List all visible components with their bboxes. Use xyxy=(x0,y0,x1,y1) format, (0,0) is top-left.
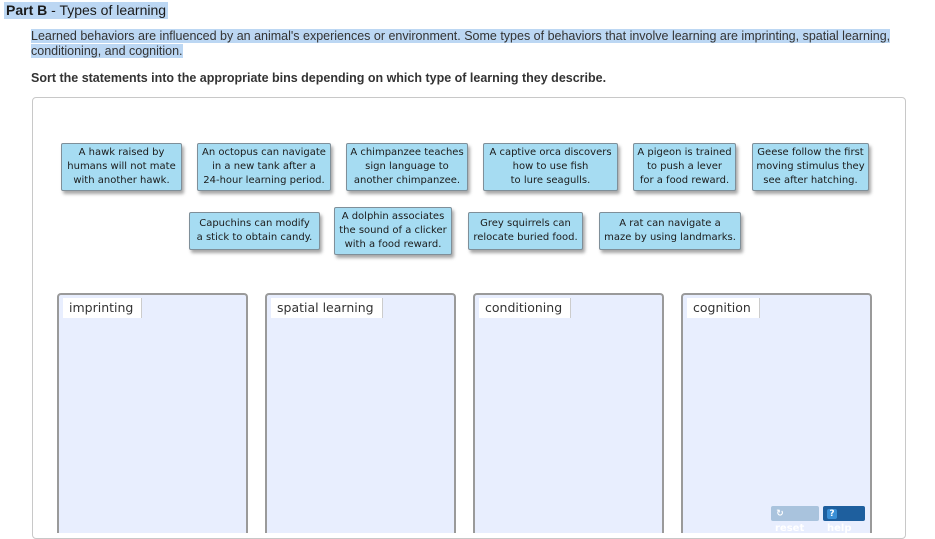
statement-chip-octopus[interactable]: An octopus can navigate in a new tank af… xyxy=(197,143,331,191)
part-label: Part B xyxy=(6,2,48,18)
help-icon: ? xyxy=(827,509,837,519)
statement-chip-pigeon[interactable]: A pigeon is trained to push a lever for … xyxy=(633,143,736,191)
part-title-text: Types of learning xyxy=(59,2,167,18)
help-label: help xyxy=(827,523,852,534)
statement-chip-geese[interactable]: Geese follow the first moving stimulus t… xyxy=(752,143,869,191)
intro-text: Learned behaviors are influenced by an a… xyxy=(31,29,891,58)
reset-label: reset xyxy=(775,523,805,534)
bin-label: spatial learning xyxy=(271,298,383,318)
statement-chip-hawk[interactable]: A hawk raised by humans will not mate wi… xyxy=(61,143,182,191)
part-separator: - xyxy=(47,2,60,18)
statement-chip-chimpanzee[interactable]: A chimpanzee teaches sign language to an… xyxy=(346,143,468,191)
statement-chip-squirrels[interactable]: Grey squirrels can relocate buried food. xyxy=(468,212,583,250)
reset-button[interactable]: ↻ reset xyxy=(771,506,819,534)
statement-chip-capuchins[interactable]: Capuchins can modify a stick to obtain c… xyxy=(189,212,320,250)
part-title: Part B - Types of learning xyxy=(4,2,169,19)
statement-chip-rat[interactable]: A rat can navigate a maze by using landm… xyxy=(599,212,741,250)
bin-cognition[interactable]: cognition xyxy=(681,293,872,533)
bin-label: cognition xyxy=(687,298,760,318)
bin-imprinting[interactable]: imprinting xyxy=(57,293,248,533)
bin-label: imprinting xyxy=(63,298,143,318)
statement-chip-orca[interactable]: A captive orca discovers how to use fish… xyxy=(483,143,618,191)
instruction-text: Sort the statements into the appropriate… xyxy=(31,71,607,85)
bin-conditioning[interactable]: conditioning xyxy=(473,293,664,533)
help-button[interactable]: ? help xyxy=(823,506,865,534)
reset-icon: ↻ xyxy=(776,509,784,519)
bin-label: conditioning xyxy=(479,298,572,318)
bin-spatial-learning[interactable]: spatial learning xyxy=(265,293,456,533)
statement-chip-dolphin[interactable]: A dolphin associates the sound of a clic… xyxy=(334,207,452,255)
